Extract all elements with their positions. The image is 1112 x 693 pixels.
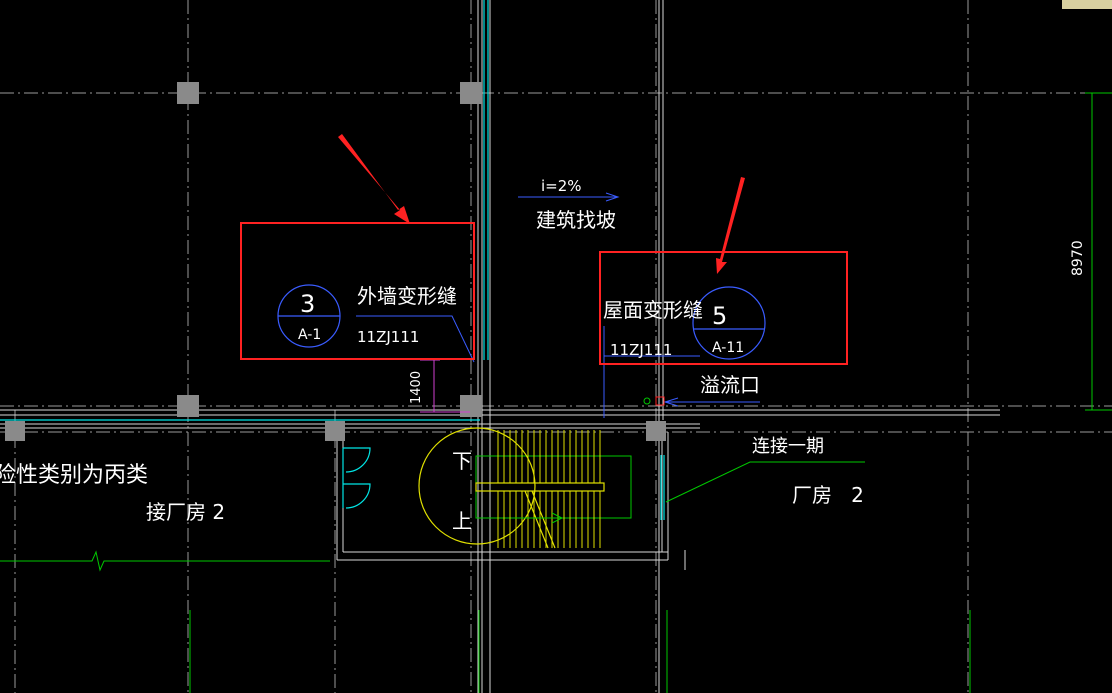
- door-swing-icon: [342, 447, 371, 509]
- height-dimension-label: 1400: [409, 371, 424, 404]
- joint-lines: [0, 0, 665, 520]
- overflow-label: 溢流口: [700, 373, 760, 397]
- right-dimension-label: 8970: [1070, 240, 1086, 276]
- wall-lines: [0, 0, 1000, 693]
- green-lines: [0, 92, 1112, 693]
- highlight-boxes: [240, 222, 848, 365]
- detail-left-sheet: A-1: [298, 327, 321, 343]
- stair-direction-arrow: [512, 512, 564, 524]
- stair-down-label: 下: [452, 449, 472, 473]
- column-icon: [5, 82, 666, 441]
- detail-index-circle-icon: [277, 284, 766, 360]
- overflow-marker: [655, 396, 665, 406]
- stair-treads: [497, 430, 601, 548]
- exterior-joint-label: 外墙变形缝: [357, 284, 457, 308]
- connect-phase-label: 连接一期: [752, 436, 824, 457]
- detail-left-atlas: 11ZJ111: [357, 328, 419, 346]
- stair-up-label: 上: [452, 509, 472, 533]
- slope-note: 建筑找坡: [536, 208, 616, 232]
- fire-class-label: 险性类别为丙类: [0, 463, 148, 488]
- drain-marker: [643, 397, 651, 405]
- plant-right-label: 厂房 2: [792, 483, 864, 507]
- blue-leaders: [356, 192, 760, 418]
- detail-right-atlas: 11ZJ111: [610, 341, 672, 359]
- arrow-annotation-icon: [338, 134, 745, 274]
- stair-elements: [418, 427, 605, 549]
- detail-right-sheet: A-11: [712, 340, 744, 356]
- title-block-corner: [1062, 0, 1112, 9]
- roof-joint-label: 屋面变形缝: [603, 298, 703, 322]
- plant-left-label: 接厂房 2: [146, 500, 225, 524]
- slope-label: i=2%: [541, 177, 582, 195]
- detail-right-number: 5: [712, 302, 727, 330]
- detail-left-number: 3: [300, 290, 315, 318]
